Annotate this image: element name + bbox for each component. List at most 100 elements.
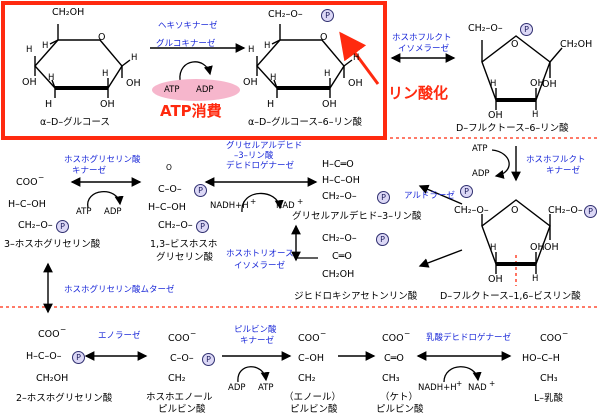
f6p-ch2oh: CH₂OH [560,39,593,50]
pep-name-2: ピルビン酸 [158,404,206,415]
g6p-oh1: OH [243,77,258,88]
gap-name: グリセルアルデヒド–3–リン酸 [292,211,422,222]
g6p-h4: H [270,73,277,83]
glucose-h5: H [102,69,109,79]
atp-adp-oval [152,79,240,101]
dhap-co: C═O [332,251,352,262]
f6p-name: D–フルクトース–6–リン酸 [456,123,569,134]
gapdh-nad: NAD [276,201,295,211]
ketopyr-co: C═O [384,353,404,364]
pg3-ch2o: CH₂–O– [18,220,53,231]
f6p-ch2o: CH₂–O– [468,23,503,34]
f6p-ring-o: O [511,39,519,50]
f6p-phosphate: P [520,23,533,36]
enzyme-ldh: 乳酸デヒドロゲナーゼ [426,333,512,343]
bpg-name-2: グリセリン酸 [156,252,214,263]
ketopyr-name-1: （ケト） [380,392,419,403]
gapdh-nad-plus: + [297,197,304,206]
enzyme-gapdh-3: デヒドロゲナーゼ [226,161,295,171]
ldh-nad-plus: + [489,379,496,388]
enzyme-pgk-1: ホスホグリセリン酸 [64,155,141,165]
bpg-name-1: 1,3–ビスホスホ [150,239,218,250]
pg2-minus: − [60,325,67,334]
enzyme-aldolase: アルドラーゼ [404,191,455,201]
glucose-h6: H [45,99,53,110]
glucose-oh2: OH [126,78,141,89]
pg3-name: 3–ホスホグリセリン酸 [4,239,101,250]
ldh-nadh-plus: + [456,379,463,388]
hk-atp: ATP [164,85,180,95]
f16bp-h1: H [490,243,497,253]
f6p-oh1: OH [542,79,557,90]
bpg-phosphate-2: P [196,220,209,233]
f16bp-ch2o-right: CH₂–O– [548,205,583,216]
glucose-h3: H [26,45,33,55]
pep-minus: − [190,329,197,338]
enzyme-gapdh-1: グリセルアルデヒド [226,141,303,151]
gapdh-nadh: NADH+H [210,201,249,211]
g6p-h3: H [248,45,255,55]
enzyme-pgk-2: キナーゼ [72,166,107,176]
enolpyr-name-2: ピルビン酸 [290,404,338,415]
lactate-hoch: HO–C–H [522,353,560,364]
dhap-phosphate: P [376,233,389,246]
ldh-nadh: NADH+H [418,383,457,393]
f6p-h1: H [490,79,497,89]
enolpyr-name-1: （エノール） [284,392,342,403]
f6p-h2: H [532,110,539,120]
f16bp-ring [481,199,551,274]
phosphorylation-label: リン酸化 [388,84,449,102]
glucose-ring [34,24,131,98]
bpg-o: O [166,163,172,172]
enzyme-pk-2: キナーゼ [240,336,275,346]
pg3-minus: − [38,173,45,182]
bpg-phosphate-1: P [194,184,207,197]
glucose-oh3: OH [100,99,115,110]
lactate-name: L–乳酸 [534,393,564,404]
phosphorylation-arrow [339,31,380,85]
enzyme-phi-2: イソメラーゼ [398,44,450,54]
ldh-nad: NAD [468,383,487,393]
enzyme-pfk-2: キナーゼ [546,166,581,176]
enzyme-pk-1: ピルビン酸 [234,325,277,335]
enzyme-enolase: エノラーゼ [98,331,141,341]
pep-coo: COO [168,333,190,344]
pep-co: C–O– [170,353,194,364]
ketopyr-name-2: ピルビン酸 [376,404,424,415]
glucose-name: α–D–グルコース [40,117,110,128]
lactate-minus: − [562,329,569,338]
gap-hco: H–C═O [322,159,354,170]
enzyme-pgm: ホスホグリセリン酸ムターゼ [64,285,175,295]
f6p-oh2: OH [530,78,545,89]
hk-adp: ADP [196,85,214,95]
enzyme-glucokinase: グルコキナーゼ [156,39,216,49]
pgk-atp: ATP [76,207,92,217]
enzyme-tpi-1: ホスホトリオース [226,249,294,259]
lactate-ch3: CH₃ [540,373,558,384]
lactate-coo: COO [540,333,562,344]
f16bp-ch2o-left: CH₂–O– [454,205,489,216]
enolpyr-ch2: CH₂ [298,373,316,384]
ketopyr-minus: − [404,329,411,338]
glucose-h4: H [48,73,55,83]
g6p-oh3: OH [322,99,337,110]
glucose-h2: H [131,53,138,63]
f16bp-name: D–フルクトース–1,6–ビスリン酸 [440,291,581,302]
f16bp-phosphate-right: P [584,205,597,218]
glucose-ring-o: O [98,32,106,43]
glucose-h1: H [42,41,49,51]
g6p-h6: H [267,99,275,110]
gap-phosphate: P [377,191,390,204]
pep-name-1: ホスホエノール [146,392,213,403]
bpg-co: C–O– [158,184,182,195]
pg2-ch2oh: CH₂OH [36,373,69,384]
pep-ch2: CH₂ [168,373,186,384]
pg2-coo: COO [38,329,60,340]
enolpyr-minus: − [320,329,327,338]
f6p-oh3: OH [488,110,503,121]
gapdh-nadh-plus: + [250,197,257,206]
gap-ch2o: CH₂–O– [322,191,357,202]
glucose-ch2oh: CH₂OH [52,7,85,18]
